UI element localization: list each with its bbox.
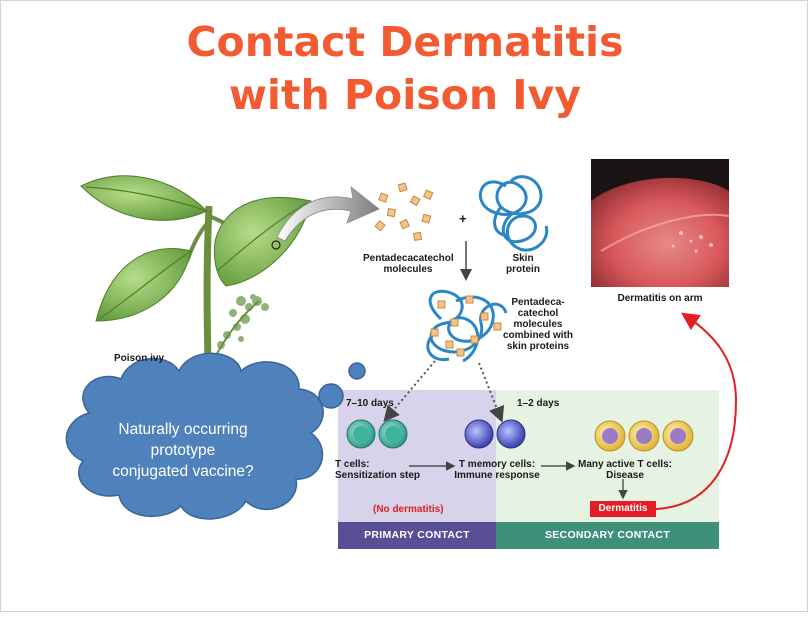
skin-protein-label: Skin protein <box>498 253 548 275</box>
dermatitis-badge: Dermatitis <box>590 501 656 517</box>
active-cells-label: Many active T cells: Disease <box>573 459 677 481</box>
no-dermatitis-label: (No dermatitis) <box>373 504 444 515</box>
callout-line-1: Naturally occurring <box>83 419 283 440</box>
callout-text: Naturally occurring prototype conjugated… <box>83 419 283 482</box>
poison-ivy-label: Poison ivy <box>114 353 164 364</box>
primary-days: 7–10 days <box>346 398 394 409</box>
secondary-days: 1–2 days <box>517 398 559 409</box>
memory-cells-label: T memory cells: Immune response <box>453 459 541 481</box>
combined-label: Pentadeca- catechol molecules combined w… <box>498 297 578 352</box>
molecules-label: Pentadecacatechol molecules <box>363 253 453 275</box>
callout-line-3: conjugated vaccine? <box>83 461 283 482</box>
plus-sign: + <box>459 213 467 224</box>
tcells-label: T cells: Sensitization step <box>335 459 421 481</box>
callout-line-2: prototype <box>83 440 283 461</box>
photo-caption: Dermatitis on arm <box>601 293 719 304</box>
